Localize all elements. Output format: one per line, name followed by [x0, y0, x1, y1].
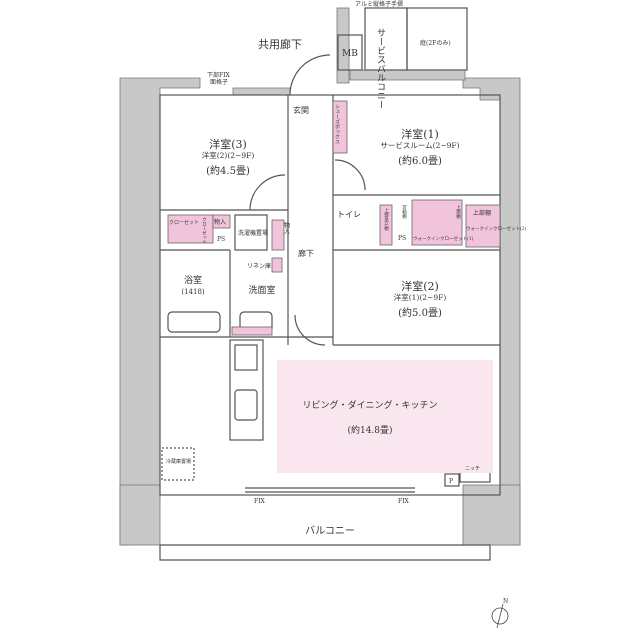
- ldk-area: [277, 360, 493, 473]
- ldk-size-label: (約14.8畳): [347, 424, 392, 436]
- linen-label: リネン庫: [247, 262, 271, 270]
- closet2-label: クローゼット: [202, 217, 207, 245]
- rail-label: アルミ縦格子手摺: [355, 0, 403, 8]
- p-label: P: [449, 478, 453, 485]
- bath-label: 浴室: [184, 274, 202, 286]
- storage-label: 物入: [214, 218, 226, 226]
- room2-alt: 洋室(1)(2~9F): [394, 292, 447, 302]
- upper-shelf2-label: 上部棚: [473, 209, 491, 217]
- closet-label: クローゼット: [169, 219, 199, 226]
- toilet-label: トイレ: [337, 210, 361, 219]
- storage-areas: [167, 100, 501, 336]
- room1-size: (約6.0畳): [398, 154, 442, 167]
- shoe-box-label: シューズボックス: [334, 104, 340, 144]
- room2-name: 洋室(2): [401, 279, 439, 293]
- fridge-label: 冷蔵庫置場: [166, 458, 191, 465]
- ps-label: PS: [217, 236, 225, 243]
- entrance-label: 玄関: [293, 105, 309, 115]
- common-corridor-label: 共用廊下: [258, 37, 302, 51]
- storage2-label: 物入: [283, 221, 290, 234]
- bath-size-label: (1418): [181, 288, 205, 296]
- upper-shelf-door-label: 上部吊戸棚: [384, 207, 389, 232]
- room3-name: 洋室(3): [209, 137, 247, 151]
- service-balcony-label: サービスバルコニー: [375, 28, 386, 109]
- interior-walls: [159, 7, 501, 561]
- niche-label: ニッチ: [465, 466, 480, 472]
- ps2-label: PS: [398, 235, 406, 242]
- washer-label: 洗濯機置場: [238, 229, 268, 237]
- mb-label: MB: [342, 49, 358, 59]
- ldk-label: リビング・ダイニング・キッチン: [302, 399, 437, 411]
- lower-fix-label: 下部FIX: [207, 71, 231, 79]
- hallway-label: 廊下: [298, 248, 314, 258]
- upper-shelf-label: 上部棚: [456, 204, 461, 220]
- room3-alt: 洋室(2)(2~9F): [202, 150, 255, 160]
- lattice-label: 面格子: [210, 78, 228, 86]
- room2-size: (約5.0畳): [398, 306, 442, 319]
- wic2-label: ウォークインクローゼット(2): [466, 225, 527, 232]
- room3-size: (約4.5畳): [206, 164, 250, 177]
- garden-label: 庭(2Fのみ): [420, 39, 451, 47]
- north-compass-icon: N: [491, 598, 509, 629]
- washroom-label: 洗面室: [248, 284, 275, 296]
- fix-label-2: FIX: [398, 498, 410, 505]
- movable-shelf-label: 可動棚: [402, 205, 407, 220]
- room1-name: 洋室(1): [401, 127, 439, 141]
- room1-alt: サービスルーム(2~9F): [380, 141, 459, 150]
- north-label: N: [503, 598, 508, 605]
- wic1-label: ウォークインクローゼット(1): [413, 235, 474, 242]
- balcony-label: バルコニー: [305, 525, 355, 537]
- fix-label-1: FIX: [254, 498, 266, 505]
